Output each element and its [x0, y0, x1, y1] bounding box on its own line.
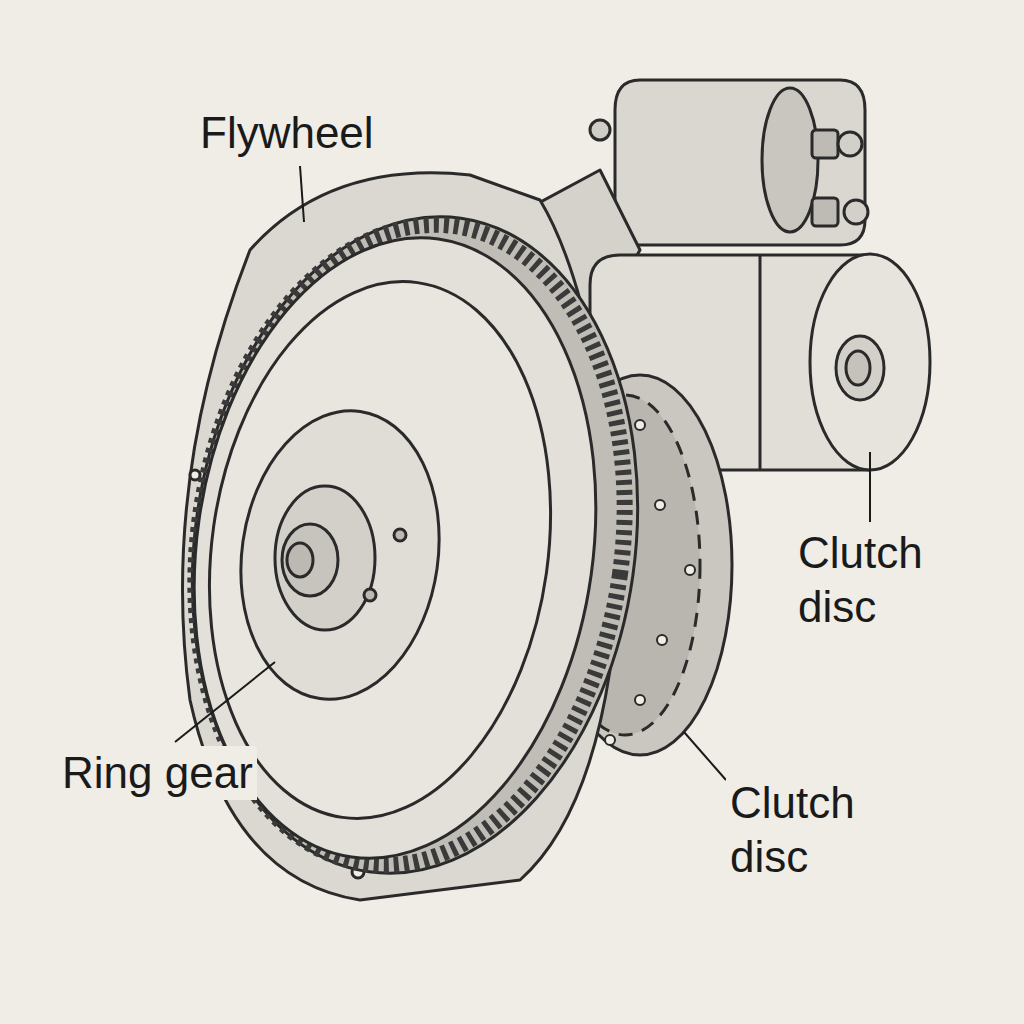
part-label: Flywheel	[196, 106, 378, 160]
leader-line	[684, 732, 726, 780]
solenoid-end	[762, 88, 818, 232]
bolt	[590, 120, 610, 140]
leader-line	[869, 452, 871, 522]
part-label: Clutch disc	[726, 776, 912, 883]
leader-line	[300, 166, 304, 222]
terminal	[812, 198, 838, 226]
hub	[275, 486, 375, 630]
motor-shaft-boss	[836, 336, 884, 400]
terminal-nut	[844, 200, 868, 224]
hub-nut	[282, 524, 338, 596]
part-label: Clutch disc	[794, 526, 980, 633]
part-label: Ring gear	[58, 746, 257, 800]
solenoid	[615, 80, 865, 245]
hub-bolt	[287, 543, 313, 577]
terminal-nut	[838, 132, 862, 156]
flywheel-boss	[223, 398, 457, 712]
leader-line	[175, 662, 275, 742]
terminal	[812, 130, 838, 158]
motor-shaft	[846, 351, 870, 385]
motor-end-cap	[810, 254, 930, 470]
motor-seam	[759, 255, 762, 470]
